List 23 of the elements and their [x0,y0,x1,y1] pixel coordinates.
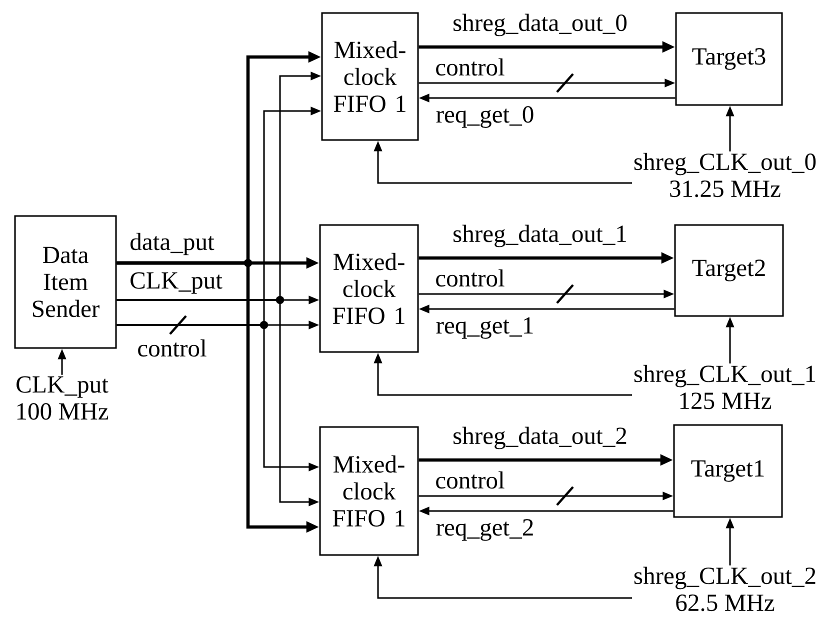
target-box: Target1 [673,424,783,518]
edge-label: req_get_1 [435,316,535,340]
edge-label: shreg_data_out_2 [452,426,628,450]
edge-label: req_get_2 [435,518,535,542]
clock-label: shreg_CLK_out_0 31.25 MHz [634,152,816,198]
clock-label: CLK_put 100 MHz [16,376,108,420]
target-box: Target2 [674,224,784,317]
fifo-box: Mixed-clock FIFO 1 [319,426,419,556]
edge-label: shreg_data_out_0 [452,13,628,37]
fifo-box: Mixed-clock FIFO 1 [319,224,419,353]
edge-label: control [434,58,506,76]
edge-label: req_get_0 [435,106,535,128]
target-box: Target3 [675,12,783,106]
fifo-box: Mixed-clock FIFO 1 [321,12,419,141]
edge-label: shreg_data_out_1 [452,224,628,248]
clock-label: shreg_CLK_out_2 62.5 MHz [634,566,816,612]
edge-label: CLK_put [128,272,224,294]
edge-label: control [136,338,208,358]
sender-box: Data Item Sender [14,215,117,349]
edge-label: control [434,268,506,288]
edge-label: control [434,470,506,490]
clock-label: shreg_CLK_out_1 125 MHz [634,364,816,410]
edge-label: data_put [129,232,215,256]
